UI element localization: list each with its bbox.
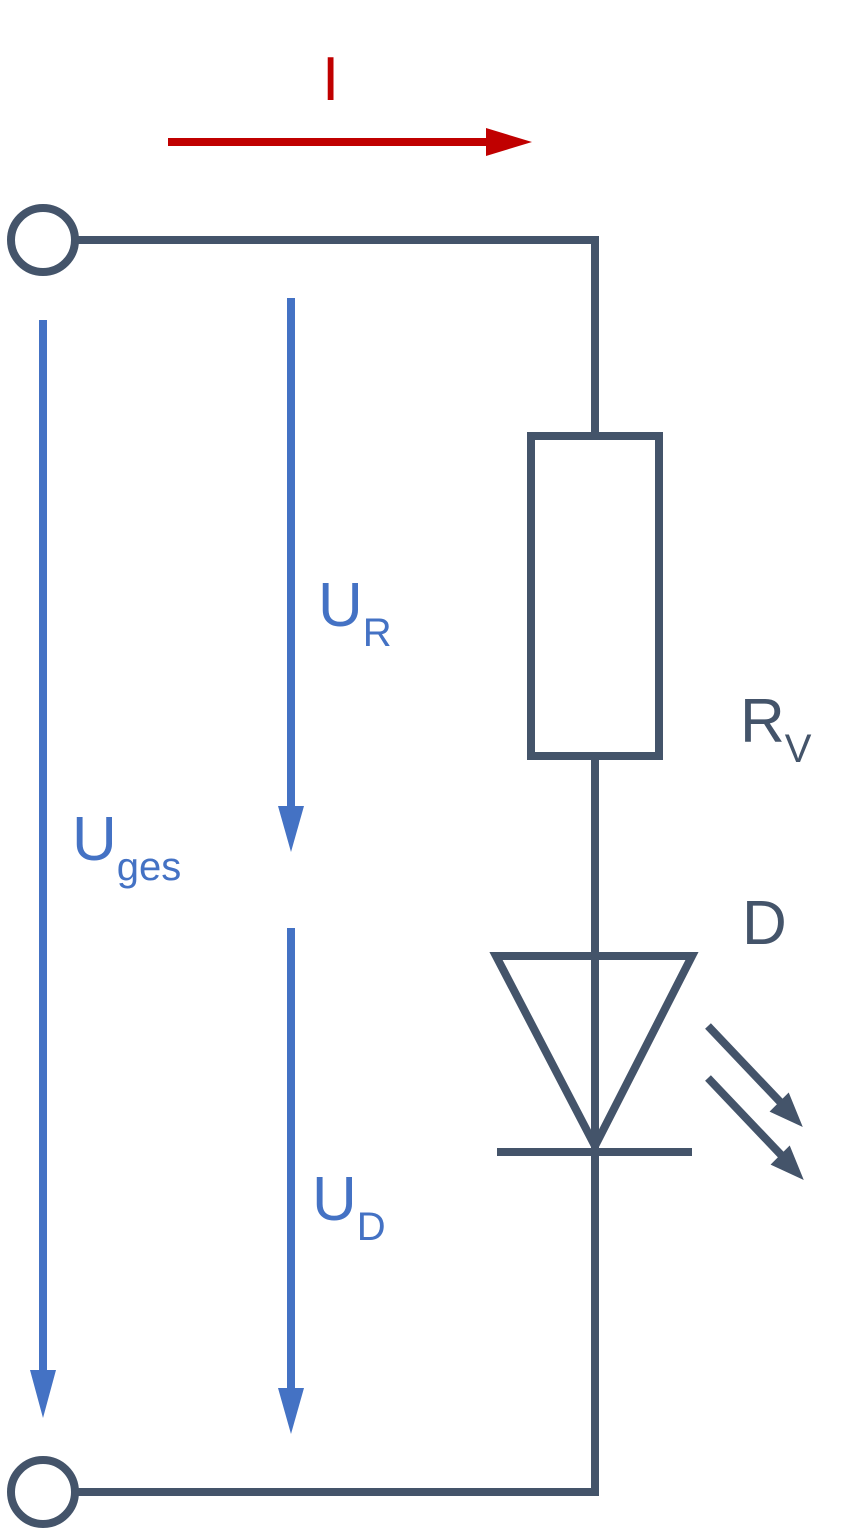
diode-symbol	[489, 952, 699, 1156]
current-arrow	[168, 128, 532, 156]
circuit-wires	[72, 236, 599, 1496]
diode-voltage-label: UD	[312, 1165, 386, 1249]
total-voltage-arrow	[30, 320, 56, 1418]
bottom-terminal	[7, 1456, 79, 1528]
resistor-voltage-label: UR	[318, 571, 392, 655]
light-emission-icon	[705, 1023, 804, 1180]
resistor-label: RV	[740, 687, 812, 771]
diode-voltage-arrow	[278, 928, 304, 1434]
resistor-voltage-arrow	[278, 298, 304, 852]
diode-label: D	[742, 889, 787, 958]
total-voltage-label: Uges	[72, 805, 181, 889]
resistor-symbol	[527, 432, 663, 760]
current-label: I	[322, 45, 339, 114]
top-terminal	[7, 204, 79, 276]
